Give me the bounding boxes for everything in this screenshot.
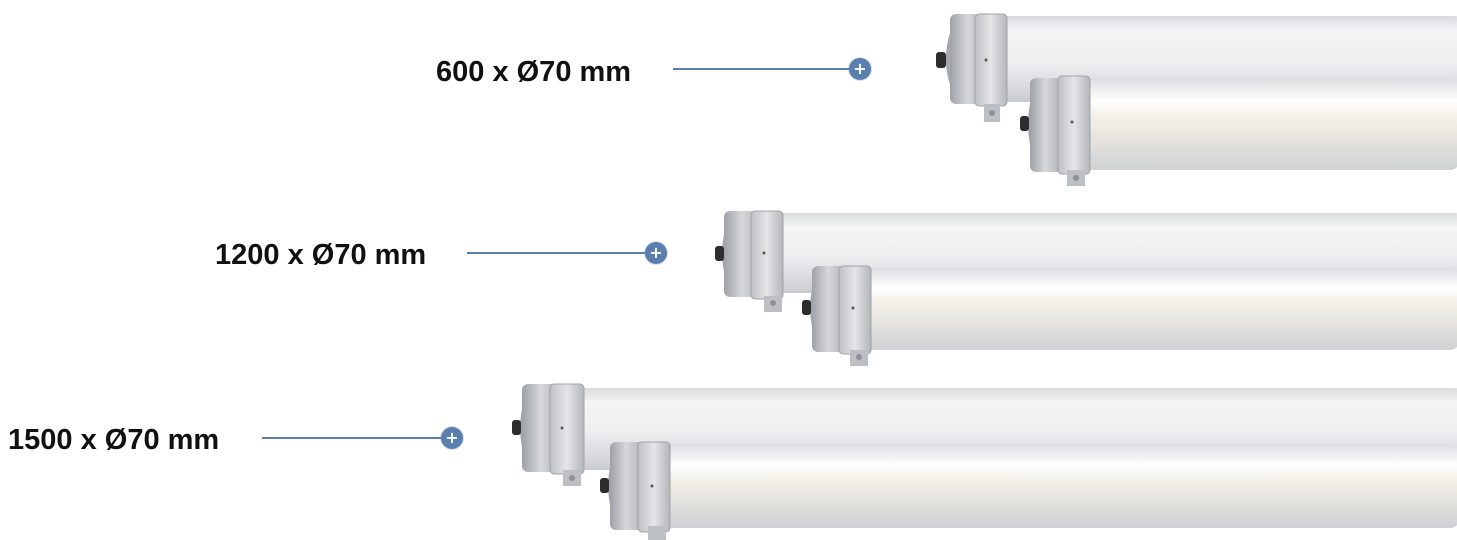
lamp-group-1200 (715, 210, 1457, 366)
size-label-1500: 1500 x Ø70 mm (8, 424, 220, 456)
size-label-1200: 1200 x Ø70 mm (215, 239, 427, 271)
lamp-group-1500 (512, 383, 1457, 540)
connector-line-600 (673, 68, 853, 70)
expand-plus-icon-600[interactable]: + (849, 58, 871, 80)
expand-plus-icon-1500[interactable]: + (441, 427, 463, 449)
lamp-group-600 (936, 13, 1457, 186)
connector-line-1500 (262, 437, 442, 439)
connector-line-1200 (467, 252, 647, 254)
size-label-600: 600 x Ø70 mm (436, 56, 632, 88)
expand-plus-icon-1200[interactable]: + (645, 242, 667, 264)
